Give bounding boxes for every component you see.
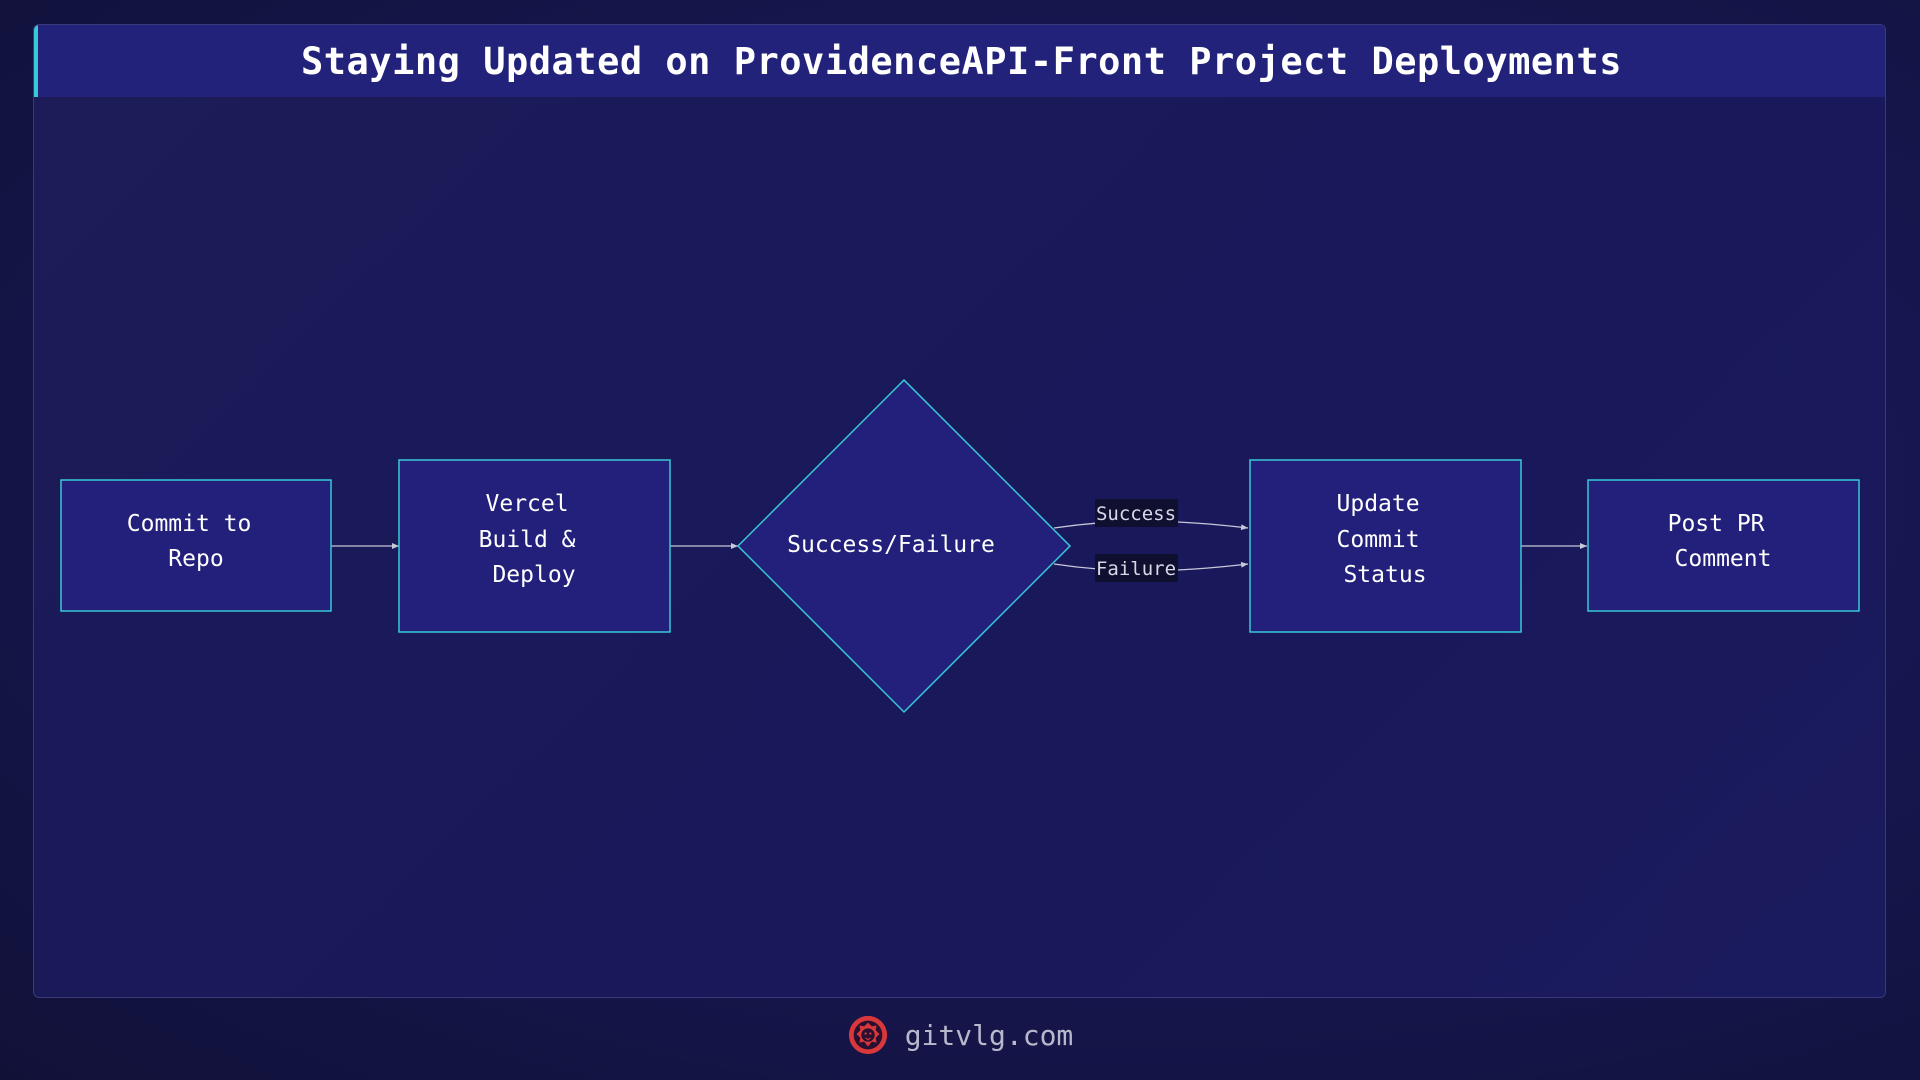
footer-site-link[interactable]: gitvlg.com — [904, 1018, 1074, 1052]
edge-label-success: Success — [1095, 499, 1178, 527]
node-decision-label: Success/Failure — [787, 532, 995, 558]
title-bar: Staying Updated on ProvidenceAPI-Front P… — [34, 25, 1885, 97]
node-update-label: Update Commit Status — [1337, 491, 1434, 588]
edge-label-failure: Failure — [1095, 554, 1178, 582]
footer: gitvlg.com — [0, 1010, 1920, 1060]
node-vercel-build-deploy: Vercel Build & Deploy — [398, 459, 671, 633]
node-commit-label: Commit to Repo — [127, 511, 265, 572]
node-update-commit-status: Update Commit Status — [1249, 459, 1522, 633]
lion-logo-icon — [848, 1015, 887, 1055]
node-vercel-label: Vercel Build & Deploy — [479, 491, 590, 588]
node-post-pr-comment: Post PR Comment — [1587, 479, 1860, 612]
node-decision-success-failure: Success/Failure — [736, 378, 1072, 714]
node-post-label: Post PR Comment — [1668, 511, 1779, 572]
diagram-title: Staying Updated on ProvidenceAPI-Front P… — [300, 39, 1622, 83]
edge-label-failure-text: Failure — [1096, 558, 1176, 580]
edge-label-success-text: Success — [1096, 503, 1176, 525]
node-commit-to-repo: Commit to Repo — [60, 479, 332, 612]
diagram-panel: Staying Updated on ProvidenceAPI-Front P… — [33, 24, 1886, 998]
